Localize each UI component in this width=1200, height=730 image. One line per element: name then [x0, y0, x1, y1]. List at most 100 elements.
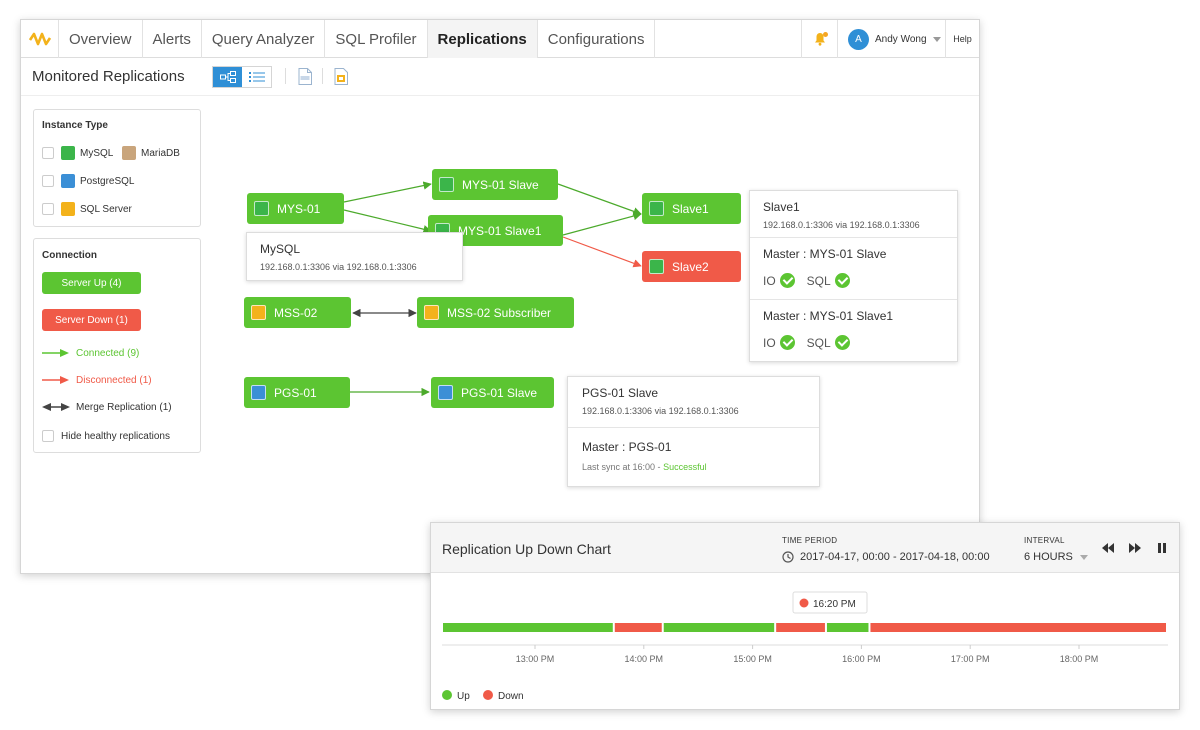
graph-view-button[interactable]	[213, 67, 242, 87]
edge-slave1-to-slave1	[562, 211, 642, 236]
detail-card-slave1: Slave1 192.168.0.1:3306 via 192.168.0.1:…	[749, 190, 958, 362]
clock-icon	[782, 551, 794, 563]
card-title: PGS-01 Slave	[582, 386, 659, 400]
tab-configurations[interactable]: Configurations	[538, 20, 656, 58]
master-section: Master : MYS-01 Slave IO SQL	[750, 237, 957, 299]
edge-mys01-to-slave1	[343, 209, 432, 234]
sqlserver-icon	[61, 202, 75, 216]
legend-disconnected[interactable]: Disconnected (1)	[42, 373, 152, 387]
node-mys-01[interactable]: MYS-01	[247, 193, 344, 224]
edge-mys01-to-slave	[343, 181, 432, 203]
segment-up[interactable]	[826, 623, 869, 632]
card-title: MySQL	[260, 242, 301, 256]
segment-up[interactable]	[443, 623, 613, 632]
segment-down[interactable]	[614, 623, 662, 632]
tab-sql-profiler[interactable]: SQL Profiler	[325, 20, 428, 58]
notification-dot	[823, 32, 828, 37]
tab-alerts[interactable]: Alerts	[143, 20, 202, 58]
page-title: Monitored Replications	[32, 68, 185, 85]
tab-replications[interactable]: Replications	[427, 20, 538, 58]
edge-slave-to-slave1	[557, 183, 642, 216]
filter-postgresql[interactable]: PostgreSQL	[42, 174, 134, 188]
arrow-right-icon	[42, 349, 69, 357]
node-slave1[interactable]: Slave1	[642, 193, 741, 224]
time-period-picker[interactable]: 2017-04-17, 00:00 - 2017-04-18, 00:00	[782, 551, 990, 563]
tab-query-analyzer[interactable]: Query Analyzer	[202, 20, 326, 58]
tab-overview[interactable]: Overview	[59, 20, 143, 58]
sync-status: Successful	[663, 462, 707, 472]
tick-label: 17:00 PM	[951, 654, 990, 664]
notifications-button[interactable]	[801, 20, 837, 58]
instance-type-filter: Instance Type MySQL MariaDB PostgreSQL S…	[33, 109, 201, 227]
node-pgs-01[interactable]: PGS-01	[244, 377, 350, 408]
chevron-down-icon	[1079, 554, 1088, 560]
time-marker[interactable]: 16:20 PM	[792, 591, 868, 614]
thread-status: IO SQL	[763, 273, 850, 288]
postgresql-icon	[438, 385, 453, 400]
tick-label: 18:00 PM	[1060, 654, 1099, 664]
filter-mysql[interactable]: MySQL	[42, 146, 113, 160]
master-section: Master : MYS-01 Slave1 IO SQL	[750, 299, 957, 361]
last-sync: Last sync at 16:00 - Successful	[582, 462, 707, 472]
checkbox[interactable]	[42, 175, 54, 187]
filter-mariadb[interactable]: MariaDB	[122, 146, 180, 160]
check-circle-icon	[779, 273, 795, 288]
rewind-icon[interactable]	[1101, 542, 1115, 554]
master-section: Master : PGS-01 Last sync at 16:00 - Suc…	[568, 427, 819, 486]
node-mys-01-slave1[interactable]: MYS-01 Slave1	[428, 215, 563, 246]
tick-label: 13:00 PM	[516, 654, 555, 664]
list-view-button[interactable]	[242, 67, 271, 87]
server-up-button[interactable]: Server Up (4)	[42, 272, 141, 294]
marker-label: 16:20 PM	[813, 599, 856, 610]
tick-label: 16:00 PM	[842, 654, 881, 664]
legend-merge[interactable]: Merge Replication (1)	[42, 400, 172, 414]
replications-window: Overview Alerts Query Analyzer SQL Profi…	[20, 19, 980, 574]
legend-connected[interactable]: Connected (9)	[42, 346, 139, 360]
checkbox[interactable]	[42, 147, 54, 159]
logo-icon	[28, 32, 51, 46]
app-logo[interactable]	[21, 20, 59, 58]
node-mss-02[interactable]: MSS-02	[244, 297, 351, 328]
node-slave2[interactable]: Slave2	[642, 251, 741, 282]
toolbar-divider	[322, 68, 323, 84]
node-mys-01-slave[interactable]: MYS-01 Slave	[432, 169, 558, 200]
interval-select[interactable]: 6 HOURS	[1024, 551, 1088, 563]
check-circle-icon	[779, 335, 795, 350]
pause-icon[interactable]	[1155, 542, 1169, 554]
user-menu[interactable]: A Andy Wong	[837, 20, 945, 58]
checkbox[interactable]	[42, 203, 54, 215]
interval-label: INTERVAL	[1024, 536, 1065, 545]
sqlserver-icon	[251, 305, 266, 320]
connection-heading: Connection	[42, 250, 97, 261]
segment-up[interactable]	[663, 623, 775, 632]
master-label: Master : PGS-01	[582, 440, 672, 454]
hide-healthy-toggle[interactable]: Hide healthy replications	[42, 429, 170, 443]
master-label: Master : MYS-01 Slave1	[763, 309, 894, 323]
fast-forward-icon[interactable]	[1128, 542, 1142, 554]
marker-dot	[799, 598, 809, 608]
master-label: Master : MYS-01 Slave	[763, 247, 887, 261]
node-mss-02-subscriber[interactable]: MSS-02 Subscriber	[417, 297, 574, 328]
segment-down[interactable]	[776, 623, 825, 632]
replication-edges	[343, 181, 642, 397]
topology-icon	[219, 71, 236, 83]
legend-down-label: Down	[498, 691, 524, 702]
tick-label: 14:00 PM	[625, 654, 664, 664]
chart-header: Replication Up Down Chart TIME PERIOD 20…	[431, 523, 1179, 573]
mysql-icon	[254, 201, 269, 216]
card-title: Slave1	[763, 200, 800, 214]
checkbox[interactable]	[42, 430, 54, 442]
segment-down[interactable]	[870, 623, 1166, 632]
server-down-button[interactable]: Server Down (1)	[42, 309, 141, 331]
report-icon[interactable]	[334, 68, 348, 85]
node-pgs-01-slave[interactable]: PGS-01 Slave	[431, 377, 554, 408]
help-button[interactable]: Help	[945, 20, 979, 58]
pdf-export-icon[interactable]	[298, 68, 312, 85]
edge-slave1-to-slave2	[562, 236, 642, 268]
page-header: Monitored Replications	[21, 58, 979, 96]
top-navigation: Overview Alerts Query Analyzer SQL Profi…	[21, 20, 979, 58]
view-toggle	[212, 66, 272, 88]
filter-sqlserver[interactable]: SQL Server	[42, 202, 132, 216]
check-circle-icon	[834, 273, 850, 288]
